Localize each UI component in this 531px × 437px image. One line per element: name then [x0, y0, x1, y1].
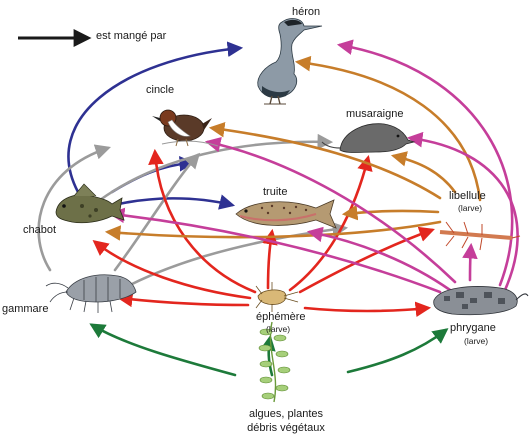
legend-label: est mangé par [96, 30, 166, 42]
ephemere-illustration [256, 282, 298, 312]
arrow-algues-phrygane [348, 330, 446, 372]
gammare-illustration [46, 275, 136, 313]
arrow-chabot-truite [110, 198, 232, 206]
truite-illustration [236, 200, 336, 228]
heron-illustration [258, 19, 322, 104]
label-ephemere: éphémère [256, 311, 306, 323]
phrygane-illustration [434, 287, 528, 315]
libellule-illustration [440, 222, 520, 250]
label-cincle: cincle [146, 84, 174, 96]
arrow-ephemere-phrygane [305, 308, 428, 311]
arrow-libellule-musaraigne [394, 156, 455, 192]
label-libellule-sub: (larve) [458, 203, 482, 213]
arrow-phrygane-truite [310, 232, 450, 290]
arrow-phrygane-libellule [470, 246, 471, 280]
label-phrygane: phrygane [450, 322, 496, 334]
algues-illustration [259, 322, 290, 402]
label-algues-line1: algues, plantes [226, 408, 346, 420]
label-chabot: chabot [23, 224, 56, 236]
label-gammare: gammare [2, 303, 48, 315]
arrow-algues-gammare [92, 325, 235, 375]
arrow-libellule-truite [345, 211, 438, 214]
label-algues-line2: débris végétaux [226, 422, 346, 434]
musaraigne-illustration [322, 124, 414, 153]
label-phrygane-sub: (larve) [464, 336, 488, 346]
label-musaraigne: musaraigne [346, 108, 403, 120]
cincle-illustration [152, 110, 218, 146]
label-ephemere-sub: (larve) [266, 324, 290, 334]
label-truite: truite [263, 186, 287, 198]
arrow-ephemere-gammare [120, 298, 248, 305]
label-heron: héron [292, 6, 320, 18]
label-libellule: libellule [449, 190, 486, 202]
